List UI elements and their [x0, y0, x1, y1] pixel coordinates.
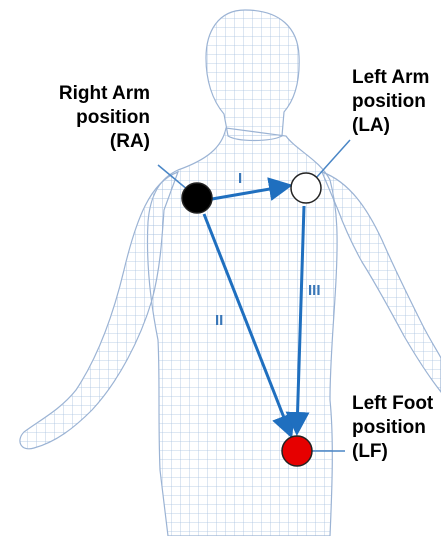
- ra-electrode: [182, 183, 212, 213]
- la-label-line: Left Arm: [352, 66, 429, 90]
- ra-label-line: position: [59, 106, 150, 130]
- lead-III-label: III: [308, 282, 321, 299]
- la-electrode: [291, 173, 321, 203]
- la-label-line: position: [352, 90, 429, 114]
- body-arm-left: [322, 172, 441, 392]
- lf-label-line: (LF): [352, 440, 433, 464]
- body-head: [206, 10, 299, 141]
- lf-electrode: [282, 436, 312, 466]
- ra-label-line: Right Arm: [59, 82, 150, 106]
- la-label-line: (LA): [352, 114, 429, 138]
- la-callout-line: [316, 140, 350, 178]
- la-label: Left Arm position (LA): [352, 66, 429, 138]
- lf-label: Left Foot position (LF): [352, 392, 433, 464]
- lf-label-line: Left Foot: [352, 392, 433, 416]
- lf-label-line: position: [352, 416, 433, 440]
- ra-label-line: (RA): [59, 130, 150, 154]
- lead-I-label: I: [238, 170, 242, 187]
- ra-label: Right Arm position (RA): [59, 82, 150, 154]
- lead-II-label: II: [215, 312, 223, 329]
